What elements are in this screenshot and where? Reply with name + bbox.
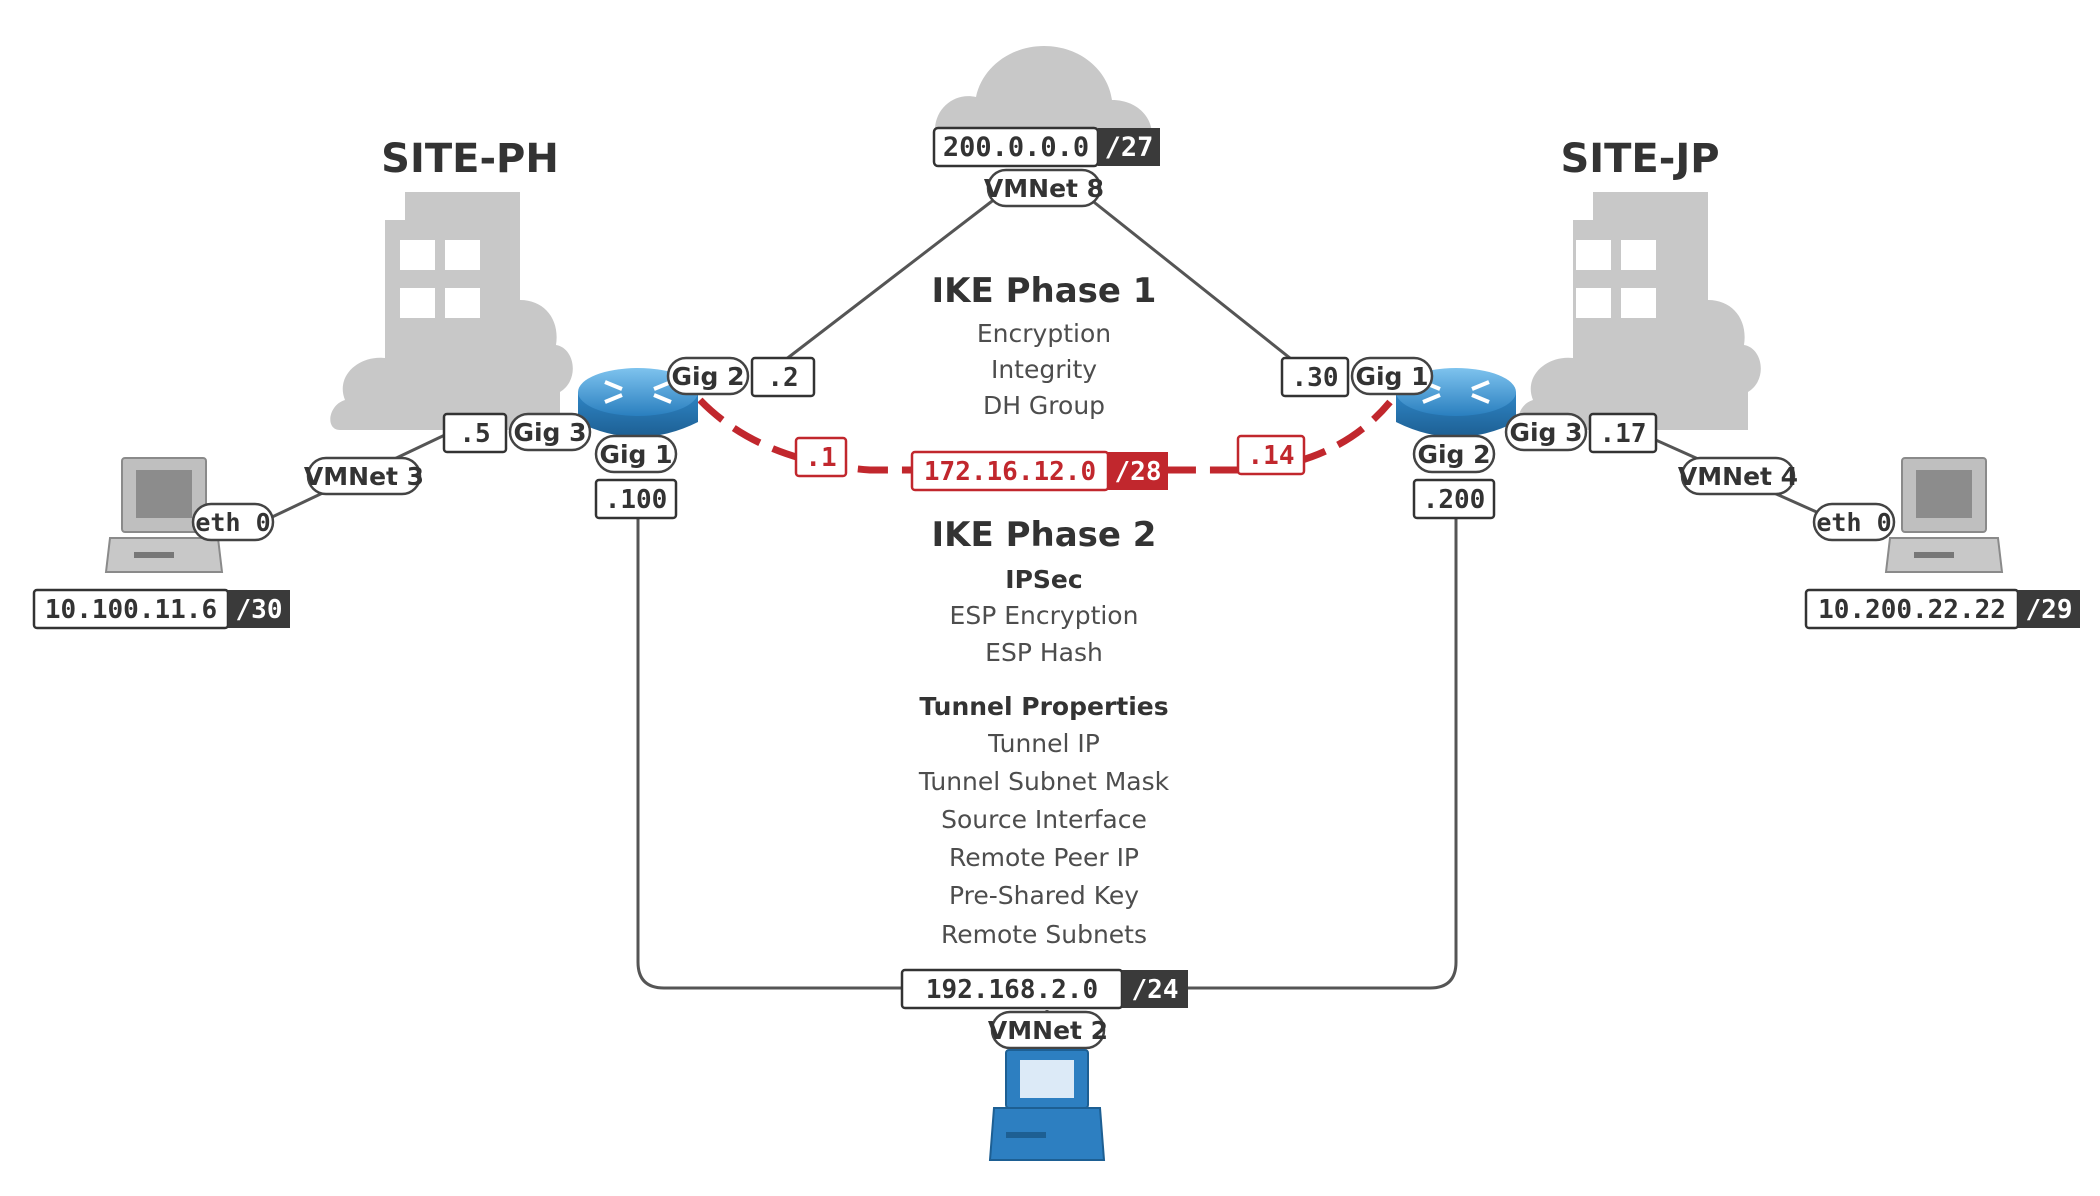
svg-text:eth 0: eth 0 [1816, 508, 1891, 537]
ph-gig2-label: Gig 2 [666, 356, 750, 396]
ipsec-item: ESP Encryption [950, 601, 1139, 630]
svg-text:.200: .200 [1423, 485, 1486, 515]
ike-phase2-title: IKE Phase 2 [932, 515, 1157, 555]
jp-gig3-label: Gig 3 [1504, 412, 1588, 452]
svg-text:/29: /29 [2026, 595, 2073, 625]
lan-network-badge: 192.168.2.0 /24 [900, 968, 1188, 1010]
svg-text:192.168.2.0: 192.168.2.0 [926, 975, 1098, 1005]
svg-text:Gig 3: Gig 3 [513, 418, 586, 447]
site-jp-building-icon [1518, 192, 1761, 430]
svg-text:.1: .1 [805, 443, 836, 473]
tunnel-property-item: Tunnel Subnet Mask [918, 767, 1170, 796]
vmnet8-label: VMNet 8 [984, 168, 1104, 208]
svg-text:/24: /24 [1132, 975, 1179, 1005]
site-jp-title: SITE-JP [1560, 136, 1719, 182]
tunnel-property-item: Tunnel IP [987, 729, 1100, 758]
vmnet2-label: VMNet 2 [988, 1010, 1108, 1050]
tunnel-property-item: Pre-Shared Key [949, 881, 1139, 910]
ike-phase2-section: IKE Phase 2 IPSec ESP Encryption ESP Has… [918, 515, 1170, 949]
ipsec-item: ESP Hash [985, 638, 1103, 667]
tunnel-property-item: Remote Subnets [941, 920, 1147, 949]
svg-text:Gig 1: Gig 1 [599, 440, 672, 469]
svg-text:VMNet 4: VMNet 4 [1678, 462, 1798, 491]
svg-text:VMNet 2: VMNet 2 [988, 1016, 1108, 1045]
svg-text:Gig 2: Gig 2 [671, 362, 744, 391]
jp-gig2-host-badge: .200 [1412, 478, 1496, 520]
link-jp-wan [1084, 193, 1306, 372]
tunnel-properties-title: Tunnel Properties [919, 692, 1168, 721]
ike-phase1-title: IKE Phase 1 [932, 271, 1157, 311]
ike-phase1-item: Encryption [977, 319, 1111, 348]
svg-text:10.100.11.6: 10.100.11.6 [45, 595, 217, 625]
ipsec-title: IPSec [1005, 565, 1082, 594]
pc-jp-eth0-label: eth 0 [1812, 502, 1896, 542]
svg-text:172.16.12.0: 172.16.12.0 [924, 457, 1096, 487]
wan-prefix-text: /27 [1105, 132, 1154, 163]
jp-gig1-label: Gig 1 [1350, 356, 1434, 396]
pc-ph-eth0-label: eth 0 [191, 502, 275, 542]
ph-gig1-label: Gig 1 [594, 434, 678, 474]
tunnel-left-host-badge: .1 [794, 436, 848, 478]
ph-gig2-host-badge: .2 [750, 356, 816, 398]
link-ph-wan [771, 193, 1001, 372]
tunnel-property-item: Source Interface [941, 805, 1147, 834]
site-ph-title: SITE-PH [381, 136, 559, 182]
svg-text:VMNet 3: VMNet 3 [304, 462, 424, 491]
jp-gig2-label: Gig 2 [1412, 434, 1496, 474]
svg-text:.2: .2 [767, 363, 798, 393]
ike-phase1-item: DH Group [983, 391, 1105, 420]
svg-text:Gig 3: Gig 3 [1509, 418, 1582, 447]
lan-pc-icon [988, 1049, 1106, 1161]
ph-gig1-host-badge: .100 [594, 478, 678, 520]
pc-jp-ip-badge: 10.200.22.22 /29 [1804, 588, 2080, 630]
svg-text:.5: .5 [459, 419, 490, 449]
svg-text:.30: .30 [1292, 363, 1339, 393]
svg-text:Gig 1: Gig 1 [1355, 362, 1428, 391]
svg-text:Gig 2: Gig 2 [1417, 440, 1490, 469]
svg-text:.14: .14 [1248, 441, 1295, 471]
ike-phase1-item: Integrity [991, 355, 1097, 384]
wan-network-badge: 200.0.0.0 /27 [932, 126, 1160, 168]
svg-text:/30: /30 [236, 595, 283, 625]
tunnel-network-badge: 172.16.12.0 /28 [910, 450, 1168, 492]
tunnel-link [697, 397, 1393, 474]
svg-text:10.200.22.22: 10.200.22.22 [1818, 595, 2006, 625]
pc-jp-icon [1884, 457, 2004, 573]
pc-ph-icon [104, 457, 224, 573]
svg-text:eth 0: eth 0 [195, 508, 270, 537]
svg-text:VMNet 8: VMNet 8 [984, 174, 1104, 203]
ph-gig3-host-badge: .5 [442, 412, 508, 454]
svg-text:.100: .100 [605, 485, 668, 515]
pc-ph-ip-badge: 10.100.11.6 /30 [32, 588, 290, 630]
vmnet4-label: VMNet 4 [1678, 456, 1798, 496]
tunnel-right-host-badge: .14 [1236, 434, 1306, 476]
jp-gig3-host-badge: .17 [1588, 412, 1658, 454]
ph-gig3-label: Gig 3 [508, 412, 592, 452]
ike-phase1-section: IKE Phase 1 Encryption Integrity DH Grou… [932, 271, 1157, 420]
svg-text:/28: /28 [1115, 457, 1162, 487]
jp-gig1-host-badge: .30 [1280, 356, 1350, 398]
wan-network-text: 200.0.0.0 [943, 132, 1089, 163]
svg-text:.17: .17 [1600, 419, 1647, 449]
tunnel-property-item: Remote Peer IP [949, 843, 1139, 872]
vmnet3-label: VMNet 3 [304, 456, 424, 496]
site-ph-building-icon [330, 192, 573, 430]
